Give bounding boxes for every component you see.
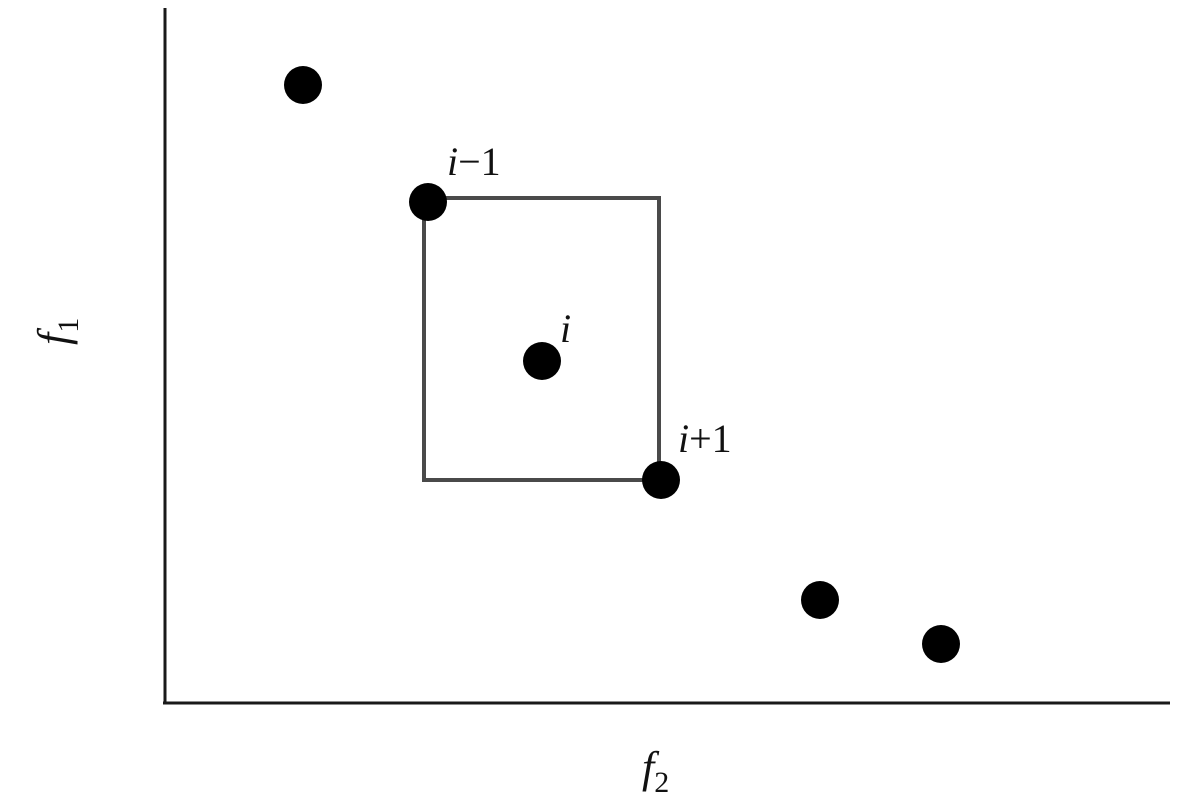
point-6 — [922, 625, 960, 663]
y-axis-label-sub: 1 — [52, 318, 85, 333]
label-i-index: i — [560, 306, 571, 351]
point-1 — [284, 66, 322, 104]
y-axis-label: f1 — [29, 318, 85, 345]
label-i-minus-1-offset: −1 — [458, 139, 501, 184]
point-i-minus-1 — [409, 183, 447, 221]
label-i-minus-1-index: i — [447, 139, 458, 184]
cuboid-rectangle — [422, 196, 661, 482]
label-i-plus-1-index: i — [678, 416, 689, 461]
label-i-plus-1: i+1 — [678, 416, 732, 461]
point-i — [523, 342, 561, 380]
point-5 — [801, 581, 839, 619]
label-i-plus-1-offset: +1 — [689, 416, 732, 461]
point-i-plus-1 — [642, 461, 680, 499]
x-axis-label: f2 — [642, 743, 669, 799]
label-i-minus-1: i−1 — [447, 139, 501, 184]
label-i: i — [560, 306, 571, 351]
x-axis-label-sub: 2 — [654, 766, 669, 799]
